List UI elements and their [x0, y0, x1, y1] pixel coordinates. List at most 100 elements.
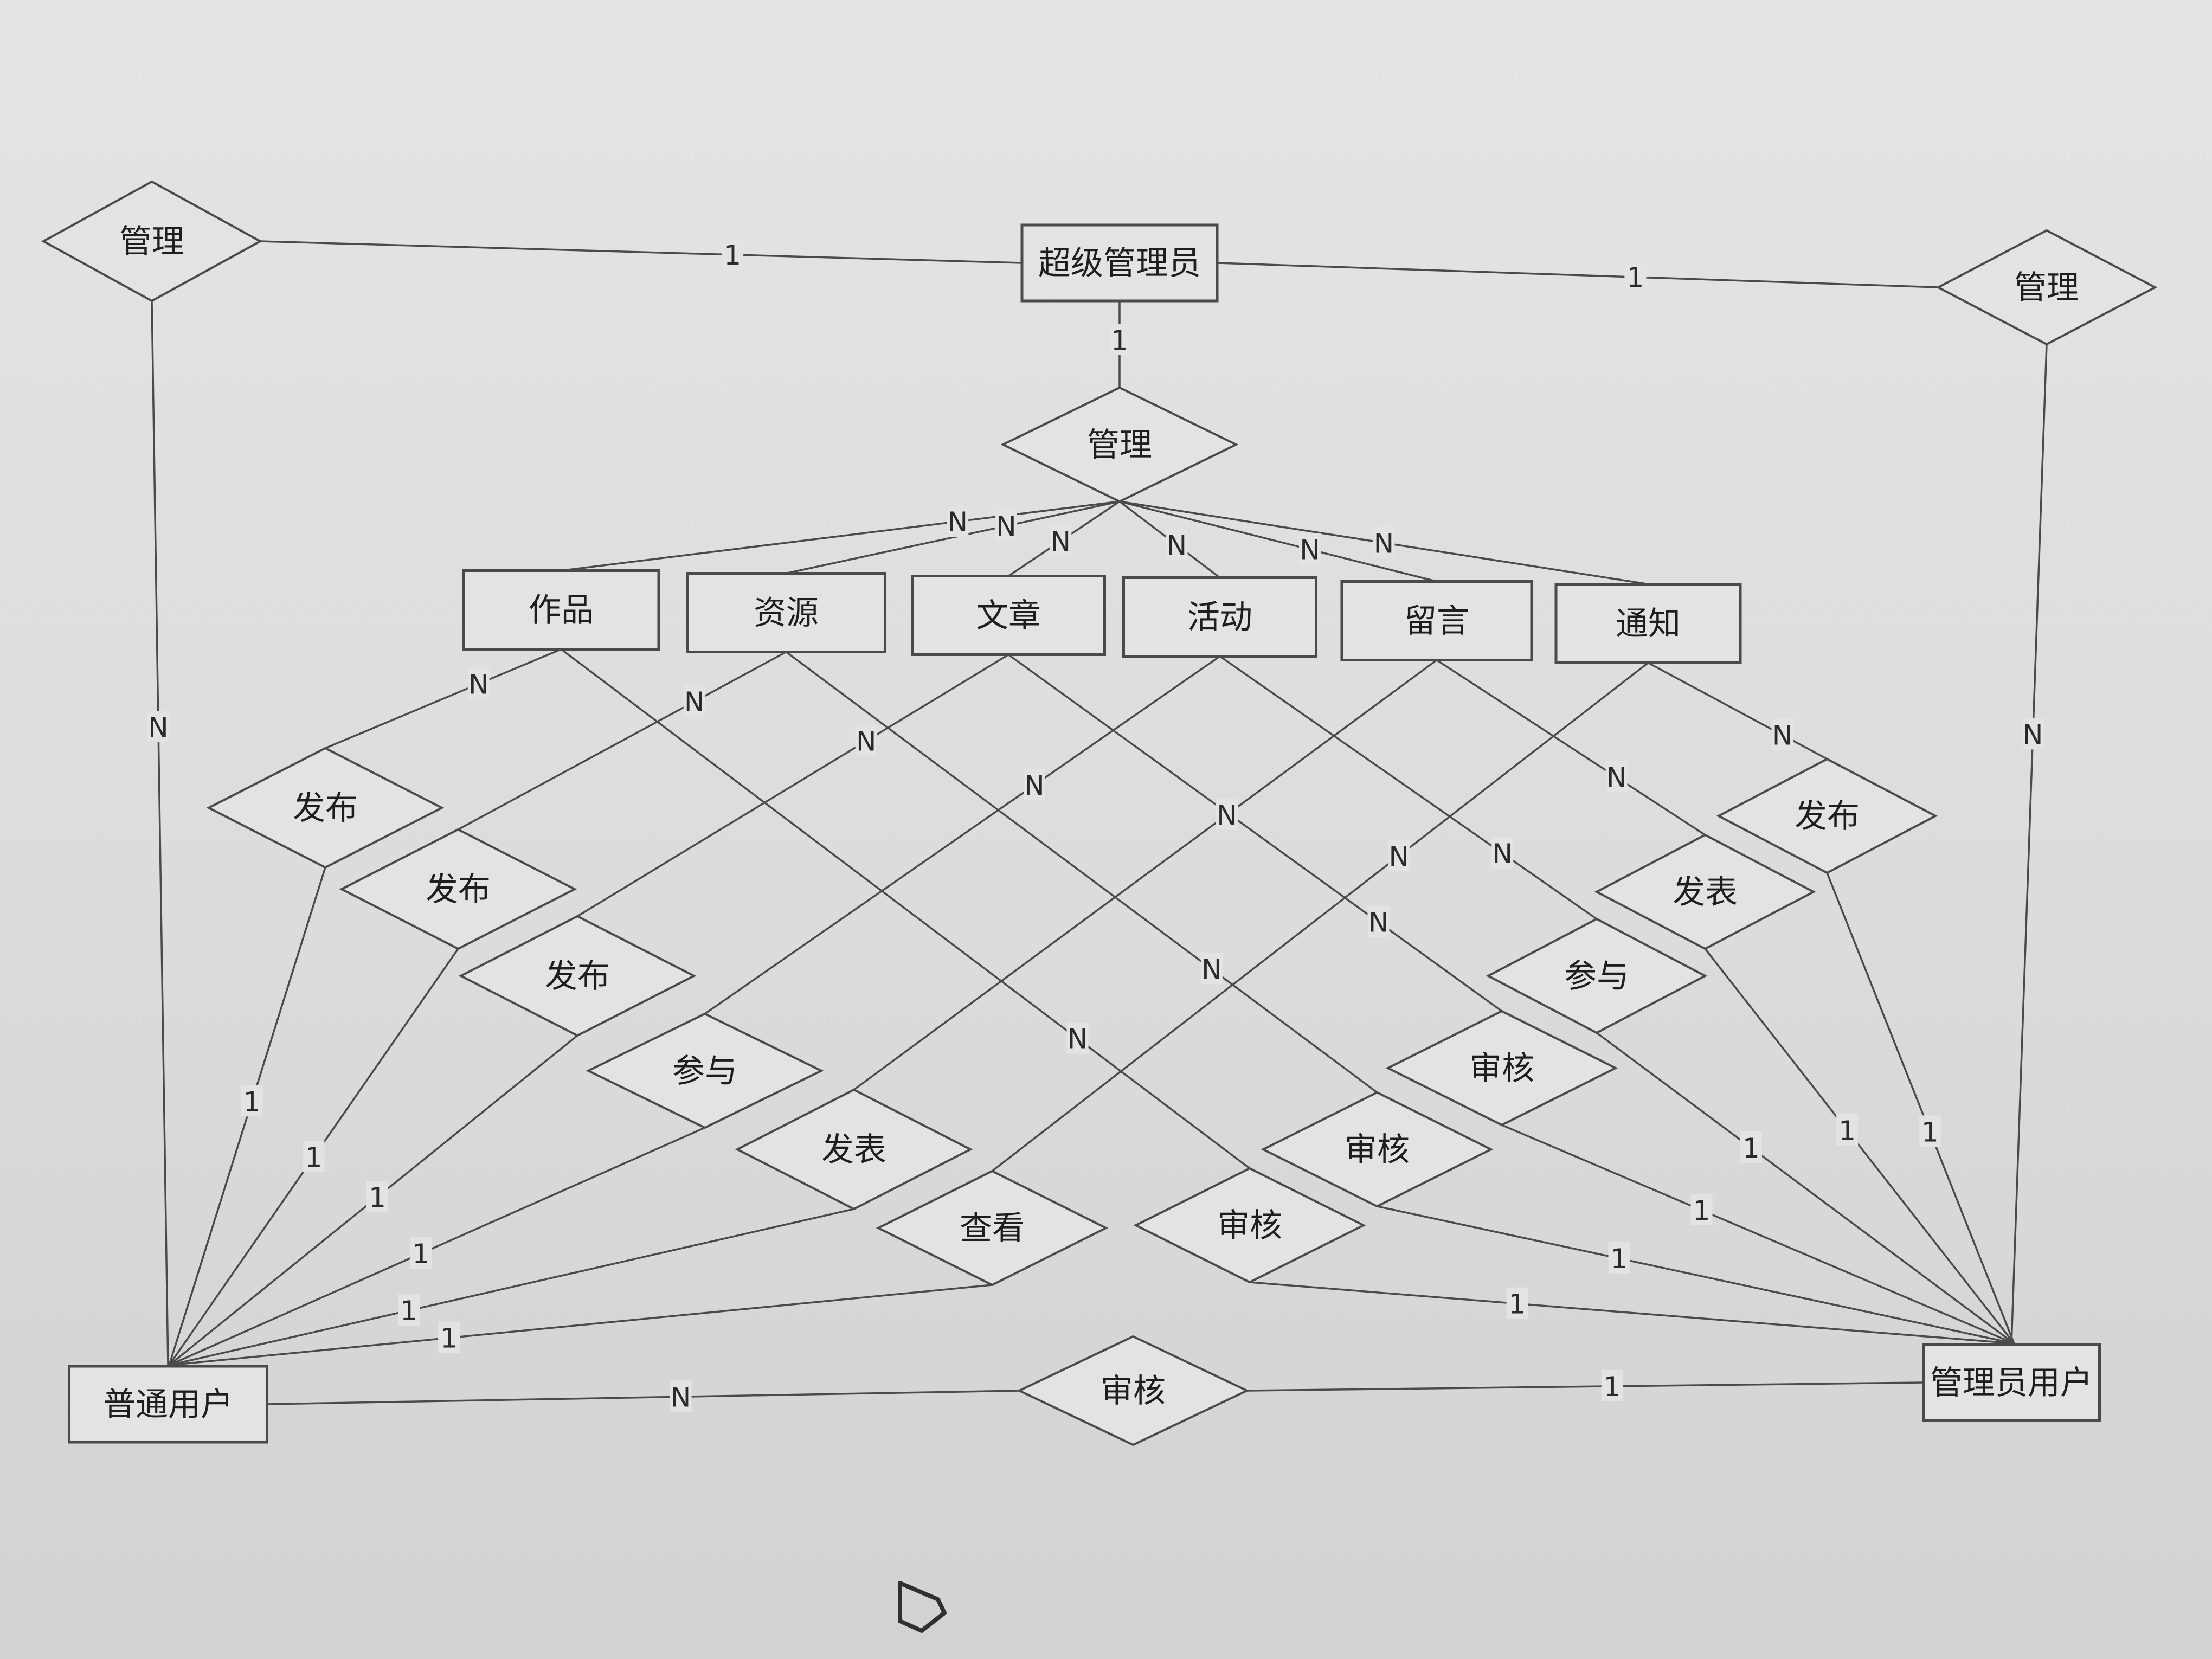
edge-r_a_review_res-admin_user	[1377, 1205, 2015, 1345]
entity-label: 文章	[976, 597, 1041, 635]
cardinality-bg	[1919, 1115, 1941, 1147]
connector-line	[1217, 262, 1939, 288]
cardinality-label: 1	[1921, 1116, 1939, 1148]
connector-line	[577, 654, 1009, 917]
cardinality-bg	[1690, 1194, 1713, 1226]
cardinality-label: N	[1374, 528, 1394, 559]
connector-line	[1377, 1205, 2015, 1345]
entity-label: 超级管理员	[1038, 245, 1201, 282]
cardinality-bg	[1608, 1242, 1630, 1274]
edge-notices-r_u_view_notice	[991, 662, 1649, 1172]
relationship-label: 管理	[2014, 269, 2079, 307]
cardinality-label: N	[2023, 719, 2043, 751]
relationship-r-manage-left: 管理	[41, 180, 263, 303]
cardinality-label: N	[1300, 535, 1320, 566]
edge-activities-r_u_join_act	[704, 655, 1220, 1015]
cardinality-bg	[1491, 837, 1514, 869]
relationship-r-a-review-res: 审核	[1261, 1091, 1494, 1208]
cardinality-bg	[241, 1085, 263, 1117]
cardinality-label: N	[1772, 720, 1792, 751]
edge-r_a_review_works-admin_user	[1249, 1281, 2015, 1345]
relationship-r-a-pub-notice: 发布	[1716, 757, 1938, 874]
cardinality-bg	[1624, 261, 1647, 293]
cardinality-bg	[1601, 1369, 1623, 1401]
cardinality-bg	[947, 505, 969, 537]
edge-r_manage_center-messages	[1119, 500, 1437, 583]
entity-user: 普通用户	[68, 1365, 268, 1444]
edge-r_review_user-admin_user	[1246, 1381, 1924, 1392]
cardinality-label: N	[856, 726, 876, 757]
relationship-diamond	[1594, 833, 1816, 950]
relationship-label: 管理	[1087, 426, 1152, 464]
entity-messages: 留言	[1340, 580, 1533, 661]
entity-box	[1340, 580, 1533, 661]
cardinality-bg	[683, 685, 705, 717]
entity-label: 资源	[754, 594, 819, 632]
cardinality-label: N	[148, 712, 168, 743]
cardinality-label: 1	[1509, 1289, 1526, 1320]
cardinality-label: 1	[305, 1142, 323, 1173]
entity-label: 作品	[529, 591, 594, 629]
cardinality-label: N	[996, 511, 1016, 542]
cardinality-label: N	[1201, 954, 1221, 986]
cardinality-bg	[1367, 905, 1390, 937]
connector-line	[1219, 655, 1598, 920]
cardinality-label: N	[1051, 526, 1071, 557]
relationship-label: 审核	[1345, 1131, 1410, 1169]
connector-line	[169, 1284, 993, 1366]
cardinality-label: 1	[1693, 1195, 1711, 1226]
entity-box	[462, 569, 660, 651]
relationship-label: 参与	[672, 1052, 737, 1090]
relationship-label: 发布	[545, 957, 610, 995]
cardinality-label: N	[1217, 800, 1237, 831]
cardinality-bg	[1506, 1287, 1528, 1319]
connector-line	[1119, 500, 1437, 583]
cardinality-bg	[1166, 529, 1188, 561]
entity-box	[911, 575, 1106, 656]
relationship-r-manage-right: 管理	[1935, 229, 2158, 346]
entity-resources: 资源	[686, 572, 886, 653]
cardinality-bg	[366, 1180, 389, 1212]
entity-articles: 文章	[911, 575, 1106, 656]
relationship-diamond	[1000, 386, 1239, 503]
entity-box	[68, 1365, 268, 1444]
relationship-diamond	[1385, 1009, 1618, 1127]
edge-r_manage_center-works	[561, 500, 1120, 572]
connector-line	[1436, 659, 1706, 836]
cardinality-bg	[1050, 524, 1072, 556]
entity-activities: 活动	[1122, 576, 1317, 658]
cardinality-label: 1	[1838, 1115, 1856, 1147]
entity-box	[1554, 583, 1742, 664]
entity-label: 普通用户	[103, 1386, 233, 1424]
cardinality-label: N	[684, 686, 704, 718]
cardinality-label: 1	[400, 1295, 417, 1327]
cardinality-label: N	[1493, 838, 1513, 870]
edge-r_a_join_act-admin_user	[1596, 1032, 2015, 1345]
relationship-r-u-pub-art: 发布	[458, 915, 697, 1037]
relationship-r-u-view-notice: 查看	[876, 1169, 1109, 1287]
entity-works: 作品	[462, 569, 660, 651]
relationship-label: 审核	[1469, 1050, 1534, 1088]
cardinality-label: N	[671, 1381, 691, 1413]
cardinality-bg	[467, 667, 490, 699]
relationship-r-review-user: 审核	[1017, 1335, 1250, 1446]
relationship-r-u-pub-works: 发布	[206, 747, 445, 869]
relationship-r-u-pub-res: 发布	[339, 828, 577, 950]
cardinality-bg	[147, 711, 169, 742]
cardinality-bg	[2022, 718, 2044, 750]
cardinality-bg	[1771, 718, 1793, 750]
cardinality-label: 1	[1111, 325, 1128, 356]
node-layer: 超级管理员作品资源文章活动留言通知普通用户管理员用户管理管理管理发布发布发布参与…	[41, 180, 2158, 1446]
relationship-r-u-post-msg: 发表	[735, 1088, 973, 1211]
connector-line	[853, 659, 1438, 1091]
relationship-r-a-review-art: 审核	[1385, 1009, 1618, 1127]
edge-works-r_u_pub_works	[325, 648, 562, 749]
cardinality-bg	[1836, 1114, 1859, 1146]
relationship-diamond	[1017, 1335, 1250, 1446]
cardinality-bg	[670, 1380, 692, 1412]
cardinality-label: N	[468, 668, 488, 700]
connector-line	[1648, 661, 1828, 760]
entity-super-admin: 超级管理员	[1020, 223, 1219, 303]
